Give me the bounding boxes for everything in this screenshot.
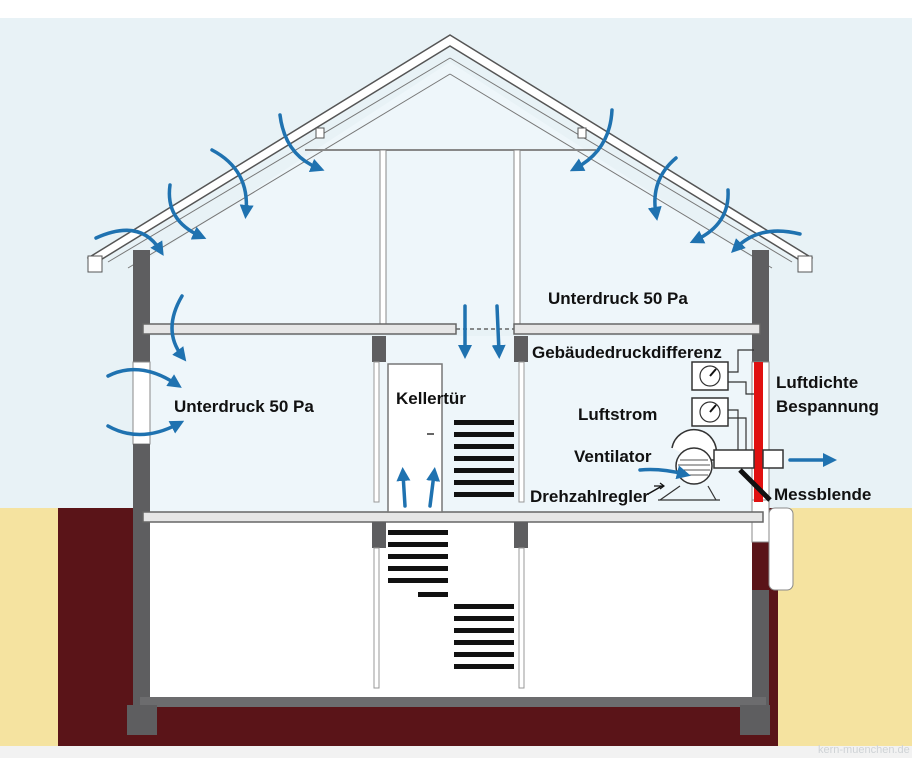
roof-inner-line-right [449, 57, 793, 263]
attic-interior [150, 62, 752, 328]
basement-interior [150, 522, 752, 698]
pressure-gauge-bottom [691, 397, 729, 427]
stair-rail-2 [518, 361, 525, 503]
speed-controller-mark [654, 482, 665, 490]
basement-floor-slab [140, 697, 766, 707]
foundation-right [740, 705, 770, 735]
gauge-hose-4 [728, 417, 747, 450]
label-speed-controller: Drehzahlregler [530, 487, 649, 506]
label-basement-door: Kellertür [396, 389, 466, 408]
orifice-pointer [738, 468, 772, 502]
label-airtight-covering-2: Bespannung [776, 397, 879, 416]
stair-column-bottom-right [514, 522, 528, 548]
blower-fan [658, 428, 784, 501]
ground-left [0, 508, 60, 758]
left-window [132, 361, 151, 445]
white-top-band [0, 0, 912, 18]
stairs-lower-right [454, 604, 514, 669]
speed-controller-pointer [647, 485, 663, 495]
label-underpressure-attic: Unterdruck 50 Pa [548, 289, 688, 308]
attic-floor-right [513, 323, 761, 335]
stair-column-bottom-left [372, 522, 386, 548]
attic-post-right [513, 149, 521, 329]
stair-column-top-right [514, 336, 528, 362]
left-wall-upper [133, 250, 150, 362]
right-window-well [768, 507, 794, 591]
label-orifice-plate: Messblende [774, 485, 871, 504]
label-airflow: Luftstrom [578, 405, 657, 424]
ground-right [775, 508, 912, 758]
roof-eave-left [87, 255, 103, 273]
gauge-hose-1 [728, 349, 754, 373]
foundation-left [127, 705, 157, 735]
label-building-pressure-difference: Gebäudedruckdifferenz [532, 343, 722, 362]
airtight-membrane [754, 362, 763, 502]
left-wall-lower [133, 444, 150, 706]
basement-door [387, 363, 443, 513]
stair-rail-3 [373, 547, 380, 689]
airflow-arrows [94, 108, 837, 508]
stairs-upper [454, 420, 514, 497]
stair-column-top-left [372, 336, 386, 362]
roof-purlin-right [577, 127, 587, 139]
ground-floor-interior [150, 336, 752, 512]
right-wall-upper [752, 250, 769, 362]
right-wall-lower [752, 590, 769, 706]
gauge-hose-2 [728, 381, 754, 395]
pressure-gauge-top [691, 361, 729, 391]
ground-floor-slab [142, 511, 764, 523]
watermark: kern-muenchen.de [818, 744, 910, 756]
attic-post-left [379, 149, 387, 329]
roof-rafter-left [127, 73, 451, 269]
label-underpressure-floor: Unterdruck 50 Pa [174, 397, 314, 416]
stair-rail-1 [373, 361, 380, 503]
bottom-strip [0, 746, 912, 758]
label-airtight-covering-1: Luftdichte [776, 373, 858, 392]
gauge-hose-3 [728, 409, 739, 450]
roof-eave-right [797, 255, 813, 273]
roof-purlin-left [315, 127, 325, 139]
roof-rafter-right [449, 73, 773, 269]
attic-floor-left [142, 323, 457, 335]
stair-rail-4 [518, 547, 525, 689]
label-fan: Ventilator [574, 447, 652, 466]
roof-inner-line-left [107, 57, 451, 263]
stairs-lower-left [388, 530, 448, 597]
